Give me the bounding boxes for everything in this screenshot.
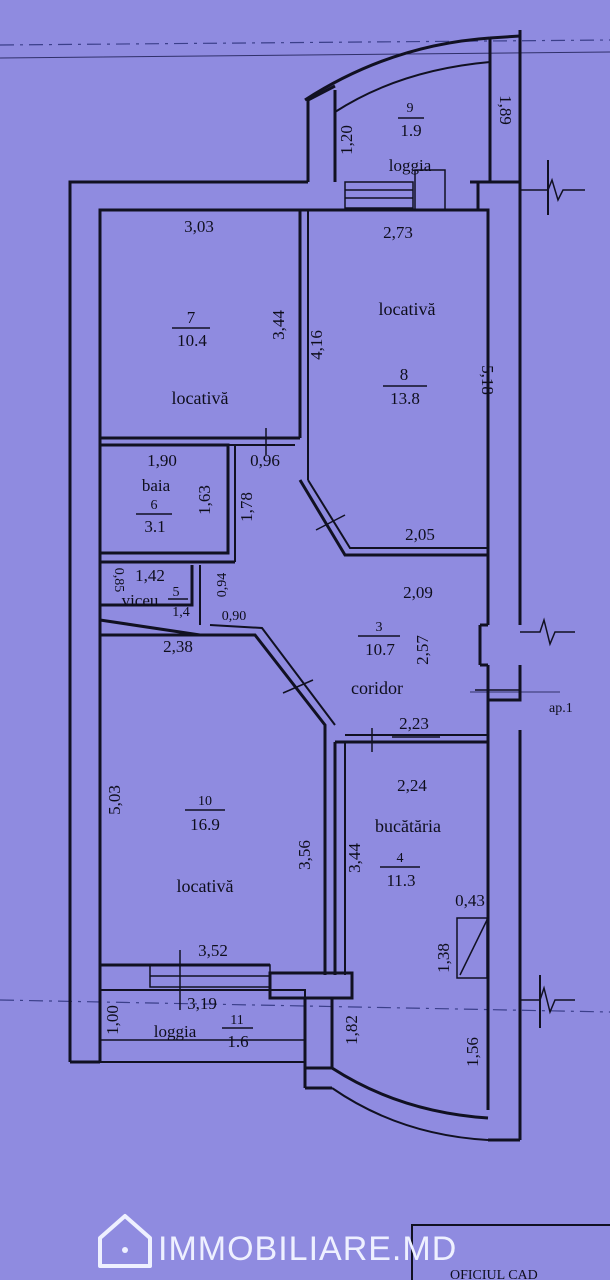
dim-2-38: 2,38: [163, 637, 193, 656]
room-7-area: 10.4: [177, 331, 207, 350]
door-marks: [179, 428, 520, 1010]
dim-3-52: 3,52: [198, 941, 228, 960]
break-mark-bottom: [520, 985, 575, 1015]
room-11-number: 11: [230, 1013, 243, 1028]
dim-3-44-a: 3,44: [269, 310, 288, 340]
dim-2-23: 2,23: [399, 714, 429, 733]
room-10-name: locativă: [177, 876, 234, 896]
room-10-number: 10: [198, 794, 212, 809]
room-3-name: coridor: [351, 678, 403, 698]
room-6-area: 3.1: [144, 517, 165, 536]
dim-5-03: 5,03: [105, 785, 124, 815]
apartment-label: ap.1: [549, 701, 573, 716]
dim-0-90: 0,90: [222, 609, 247, 624]
loggia-bottom-label: loggia: [154, 1022, 197, 1041]
watermark: IMMOBILIARE.MD: [98, 1214, 457, 1268]
dim-2-09: 2,09: [403, 583, 433, 602]
room-8-area: 13.8: [390, 389, 420, 408]
room-9-number: 9: [407, 101, 414, 116]
dim-1-89: 1,89: [496, 95, 515, 125]
room-4-area: 11.3: [386, 871, 415, 890]
interior-walls: [98, 210, 488, 1088]
room-4-number: 4: [397, 851, 404, 866]
room-9-area: 1.9: [400, 121, 421, 140]
dim-1-90: 1,90: [147, 451, 177, 470]
dim-2-57: 2,57: [413, 635, 432, 665]
room-8-name: locativă: [379, 299, 436, 319]
dim-3-03: 3,03: [184, 217, 214, 236]
room-11-area: 1.6: [227, 1032, 248, 1051]
dim-1-20: 1,20: [337, 125, 356, 155]
dim-1-82: 1,82: [342, 1015, 361, 1045]
sheet-line-top: [0, 51, 610, 59]
dim-0-43: 0,43: [455, 891, 485, 910]
room-3-area: 10.7: [365, 640, 395, 659]
room-5-name: viceu: [122, 591, 159, 610]
logo-dot-icon: [122, 1247, 128, 1253]
dim-1-38: 1,38: [434, 943, 453, 973]
room-10-area: 16.9: [190, 815, 220, 834]
dim-2-73: 2,73: [383, 223, 413, 242]
room-4-name: bucătăria: [375, 816, 441, 836]
room-5-number: 5: [173, 585, 180, 600]
svg-text:OFICIUL CAD: OFICIUL CAD: [450, 1268, 538, 1280]
room-6-name: baia: [142, 476, 171, 495]
dim-2-05: 2,05: [405, 525, 435, 544]
cadastre-stamp: OFICIUL CAD: [411, 1224, 610, 1280]
dim-0-85: 0,85: [111, 568, 126, 593]
room-7-name: locativă: [172, 388, 229, 408]
dim-0-96: 0,96: [250, 451, 280, 470]
room-8-number: 8: [400, 365, 409, 384]
dim-0-94: 0,94: [215, 573, 230, 598]
room-6-number: 6: [151, 498, 158, 513]
room-7-number: 7: [187, 308, 196, 327]
break-mark-top: [520, 177, 585, 203]
dim-1-56: 1,56: [463, 1037, 482, 1067]
dim-1-42: 1,42: [135, 566, 165, 585]
dim-2-24: 2,24: [397, 776, 427, 795]
room-3-number: 3: [376, 620, 383, 635]
dim-5-18: 5,18: [478, 365, 497, 395]
dim-1-4: 1,4: [172, 605, 190, 620]
dim-3-44-b: 3,44: [345, 843, 364, 873]
loggia-top-label: loggia: [389, 156, 432, 175]
watermark-text: IMMOBILIARE.MD: [158, 1230, 457, 1268]
dim-3-19: 3,19: [187, 994, 217, 1013]
dim-1-78: 1,78: [237, 492, 256, 522]
dim-1-63: 1,63: [195, 485, 214, 515]
dim-4-16: 4,16: [307, 330, 326, 360]
break-mark-middle: [520, 617, 575, 647]
dim-3-56: 3,56: [295, 840, 314, 870]
loggia-top-walls: [304, 34, 521, 211]
loggia-bottom-walls: [99, 989, 520, 1142]
house-logo-icon: [98, 1214, 152, 1268]
dim-1-00: 1,00: [103, 1005, 122, 1035]
